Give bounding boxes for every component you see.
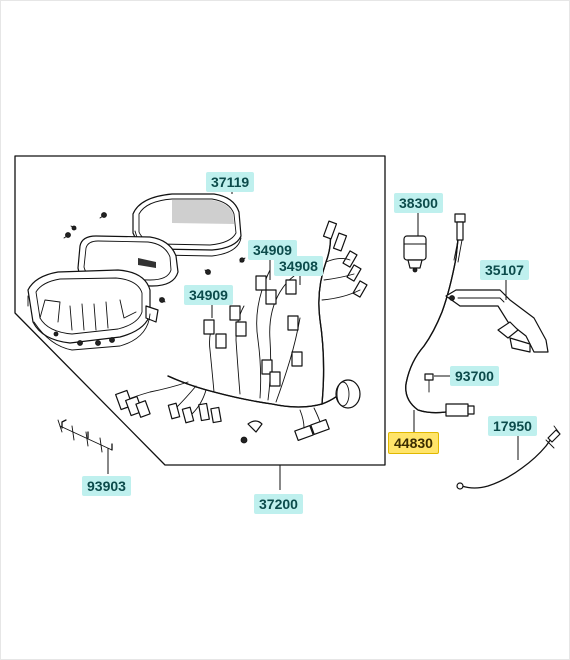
meter-cover [132, 193, 242, 257]
part-label-93903[interactable]: 93903 [82, 476, 131, 496]
speedometer-cable [405, 213, 475, 417]
part-label-37200[interactable]: 37200 [254, 494, 303, 514]
screw-93700 [424, 373, 434, 393]
part-label-34909-left[interactable]: 34909 [184, 285, 233, 305]
wire-harness [115, 220, 368, 444]
assembly-group-box [14, 155, 386, 466]
part-label-34909-top[interactable]: 34909 [248, 240, 297, 260]
meter-housing [27, 269, 159, 351]
clips-93903 [57, 419, 113, 453]
part-label-37119[interactable]: 37119 [206, 172, 255, 192]
part-label-35107[interactable]: 35107 [480, 260, 529, 280]
part-label-93700[interactable]: 93700 [450, 366, 499, 386]
part-label-38300[interactable]: 38300 [394, 193, 443, 213]
part-label-44830-highlighted[interactable]: 44830 [388, 432, 439, 454]
part-label-17950[interactable]: 17950 [488, 416, 537, 436]
cable-17950 [456, 425, 561, 490]
part-label-34908[interactable]: 34908 [274, 256, 323, 276]
leader-lines [107, 182, 519, 490]
bracket-35107 [445, 289, 549, 353]
part-38300-drawing [403, 235, 427, 273]
